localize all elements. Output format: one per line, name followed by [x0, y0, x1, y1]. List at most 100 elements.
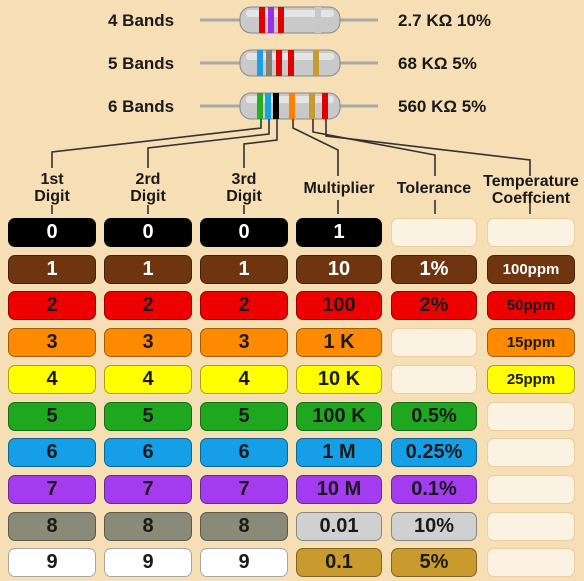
color-cell-digit: 8 — [104, 511, 192, 541]
connector-line — [292, 119, 339, 176]
color-cell-digit: 3 — [8, 328, 96, 358]
resistor-stripe — [322, 93, 328, 119]
color-cell-multiplier: 100 — [296, 291, 382, 321]
color-cell-tolerance: 0.25% — [391, 438, 477, 468]
resistor-stripe — [266, 50, 272, 76]
color-cell-digit: 0 — [104, 218, 192, 247]
color-cell-digit: 2 — [8, 291, 96, 321]
resistor-stripe — [309, 93, 315, 119]
color-cell-tolerance: 1% — [391, 254, 477, 284]
color-cell-multiplier: 1 — [296, 218, 382, 247]
column-heading-line: Digit — [226, 188, 262, 205]
color-cell-digit: 5 — [104, 401, 192, 431]
band-label-5: 5 Bands — [108, 54, 175, 73]
color-cell-digit: 5 — [200, 401, 288, 431]
column-heading-line: Digit — [130, 188, 166, 205]
band-label-6: 6 Bands — [108, 97, 175, 116]
color-cell-digit: 7 — [200, 474, 288, 504]
band-value-5: 68 KΩ 5% — [398, 54, 477, 73]
resistor-stripe — [289, 93, 295, 119]
empty-cell — [487, 401, 575, 431]
color-cell-digit: 8 — [8, 511, 96, 541]
color-cell-digit: 3 — [200, 328, 288, 358]
color-cell-tolerance: 5% — [391, 548, 477, 578]
resistor-stripe — [313, 50, 319, 76]
resistor-stripe — [259, 7, 265, 33]
color-cell-tolerance: 2% — [391, 291, 477, 321]
color-cell-digit: 8 — [200, 511, 288, 541]
column-heading-line: Tolerance — [396, 180, 472, 197]
column-heading-line: Multiplier — [303, 180, 375, 197]
empty-cell — [487, 474, 575, 504]
color-cell-digit: 6 — [200, 438, 288, 468]
connector-line — [147, 119, 270, 168]
color-cell-temp: 15ppm — [487, 328, 575, 358]
band-label-4: 4 Bands — [108, 11, 175, 30]
connector-line — [243, 119, 278, 168]
color-cell-digit: 1 — [8, 254, 96, 284]
empty-cell — [487, 218, 575, 247]
color-cell-digit: 4 — [200, 364, 288, 394]
column-heading-line: 1st — [40, 171, 64, 188]
color-cell-digit: 7 — [8, 474, 96, 504]
connector-line — [312, 119, 436, 176]
color-cell-digit: 6 — [8, 438, 96, 468]
color-cell-multiplier: 10 — [296, 254, 382, 284]
empty-cell — [487, 511, 575, 541]
band-value-6: 560 KΩ 5% — [398, 97, 487, 116]
resistor-stripe — [278, 7, 284, 33]
column-heading-line: Temperature — [483, 173, 579, 190]
color-cell-digit: 9 — [200, 548, 288, 578]
empty-cell — [487, 438, 575, 468]
color-cell-multiplier: 100 K — [296, 401, 382, 431]
color-cell-temp: 25ppm — [487, 364, 575, 394]
empty-cell — [487, 548, 575, 578]
connector-line — [51, 119, 262, 168]
resistor-stripe — [315, 7, 321, 33]
color-cell-digit: 9 — [8, 548, 96, 578]
color-cell-digit: 2 — [200, 291, 288, 321]
empty-cell — [391, 364, 477, 394]
column-heading-tol: Tolerance — [387, 180, 481, 197]
resistor-stripe — [268, 7, 274, 33]
color-cell-multiplier: 1 K — [296, 328, 382, 358]
empty-cell — [391, 218, 477, 247]
color-cell-temp: 50ppm — [487, 291, 575, 321]
connector-line — [325, 119, 531, 176]
resistor-stripe — [257, 50, 263, 76]
color-cell-tolerance: 10% — [391, 511, 477, 541]
color-cell-multiplier: 10 K — [296, 364, 382, 394]
color-cell-digit: 1 — [200, 254, 288, 284]
color-cell-multiplier: 0.01 — [296, 511, 382, 541]
color-cell-digit: 0 — [8, 218, 96, 247]
color-cell-digit: 9 — [104, 548, 192, 578]
resistor-stripe — [257, 93, 263, 119]
color-cell-multiplier: 10 M — [296, 474, 382, 504]
color-cell-tolerance: 0.1% — [391, 474, 477, 504]
resistor-stripe — [288, 50, 294, 76]
color-cell-digit: 5 — [8, 401, 96, 431]
band-value-4: 2.7 KΩ 10% — [398, 11, 492, 30]
column-heading-line: 3rd — [231, 171, 257, 188]
resistor-stripe — [265, 93, 271, 119]
column-heading-mult: Multiplier — [292, 180, 386, 197]
color-cell-multiplier: 1 M — [296, 438, 382, 468]
column-heading-line: Digit — [34, 188, 70, 205]
color-cell-tolerance: 0.5% — [391, 401, 477, 431]
color-cell-digit: 7 — [104, 474, 192, 504]
column-heading-line: 2rd — [135, 171, 161, 188]
resistor-stripe — [273, 93, 279, 119]
color-cell-digit: 0 — [200, 218, 288, 247]
color-cell-digit: 2 — [104, 291, 192, 321]
column-heading-line: Coeffcient — [491, 190, 571, 207]
color-cell-temp: 100ppm — [487, 254, 575, 284]
empty-cell — [391, 328, 477, 358]
color-cell-digit: 1 — [104, 254, 192, 284]
resistor-stripe — [276, 50, 282, 76]
